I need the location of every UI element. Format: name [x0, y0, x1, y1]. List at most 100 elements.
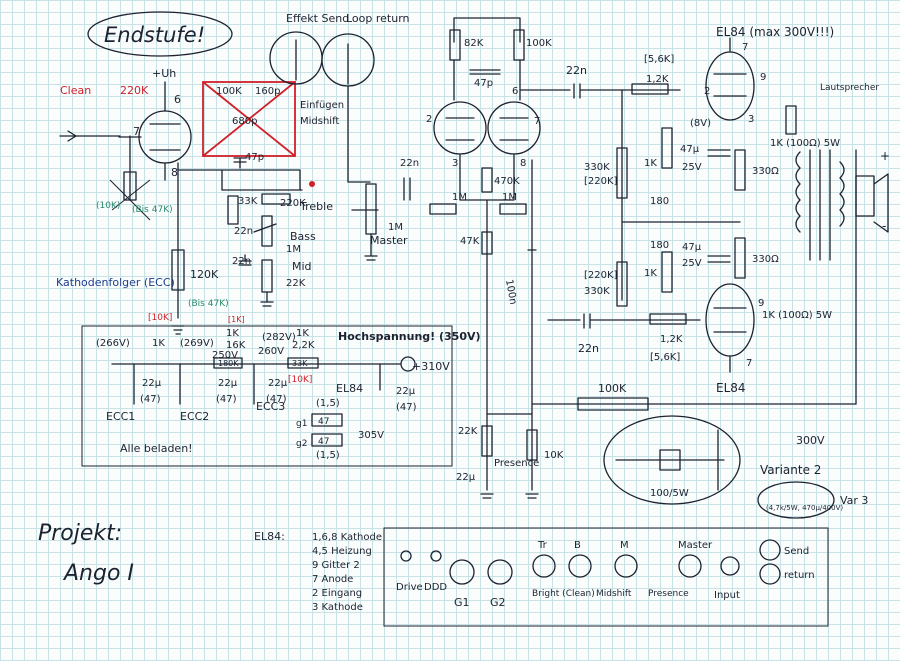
r-33k-hv-label: 33K	[292, 359, 308, 368]
pi-tube-elements	[445, 117, 529, 141]
g2-small-label: g2	[296, 439, 307, 449]
ecc1-label: ECC1	[106, 410, 135, 423]
crossed-out-x	[202, 81, 296, 157]
r-330-a-resistor	[734, 149, 746, 191]
pin2-top-label: 2	[704, 86, 710, 97]
v-8-label: (8V)	[690, 118, 711, 129]
r-10k-green-label: (10K)	[96, 201, 120, 211]
el84-bot-label: EL84	[716, 381, 746, 395]
hv-title-label: Hochspannung! (350V)	[338, 330, 481, 343]
clean-label: Clean	[60, 84, 91, 97]
r-22k-hv-label: 2,2K	[292, 340, 315, 351]
ddd-switch-icon	[430, 550, 442, 562]
panel-ddd-label: DDD	[424, 582, 447, 593]
pi-tube-b	[487, 101, 541, 155]
variant-circuit	[615, 429, 725, 491]
presence-pot	[481, 425, 493, 457]
r-1k-hv-b-label: 1K	[226, 328, 239, 339]
c-47-c-label: (47)	[266, 394, 287, 405]
ground-icon-left	[171, 325, 185, 335]
el84-bot-elements	[713, 307, 747, 373]
variante-label: Variante 2	[760, 463, 821, 477]
bass-pot-wiper	[253, 223, 277, 233]
r-330k-bot-resistor	[616, 261, 628, 307]
r-10k-presence-resistor	[526, 429, 538, 461]
panel-g1-label: G1	[454, 596, 470, 609]
panel-midshift-label: Midshift	[596, 589, 632, 599]
r-56k-top-label: [5,6K]	[644, 54, 674, 65]
speaker-body	[855, 175, 875, 217]
v-25-a-label: 25V	[682, 162, 702, 173]
r-1m-a-label: 1M	[452, 192, 467, 203]
c-22u-b-label: 22µ	[218, 378, 238, 389]
c-22n-mid-cap	[238, 254, 252, 266]
c-47u-a-cap	[707, 149, 731, 157]
r-220k-bot-label: [220K]	[584, 270, 618, 281]
r-330k-top-label: 330K	[584, 162, 610, 173]
transformer-secondary	[839, 161, 845, 227]
green-kathode-label-b: (Bis 47K)	[188, 299, 229, 309]
treble-label: Treble	[299, 200, 333, 213]
panel-tr-label: Tr	[537, 540, 548, 551]
r-47k-master-label: 47K	[460, 236, 480, 247]
b-knob	[568, 554, 592, 578]
ground-icon-presence	[480, 493, 539, 499]
master-label: Master	[370, 234, 408, 247]
r-180k-hv-resistor	[213, 357, 243, 369]
v-266-label: (266V)	[96, 338, 130, 349]
r-100k-pi-resistor	[513, 29, 525, 61]
r-120k-resistor	[171, 249, 185, 291]
panel-m-label: M	[620, 540, 629, 551]
c-47p-tone-label: 47p	[245, 152, 264, 163]
el84-pin-line: 4,5 Heizung	[312, 546, 372, 557]
r-1k-bot-label: 1K (100Ω) 5W	[762, 310, 832, 321]
r-470k-label: 470K	[494, 176, 520, 187]
r-10k-presence-label: 10K	[544, 450, 564, 461]
panel-master-label: Master	[678, 540, 713, 551]
panel-b-label: B	[574, 540, 581, 551]
project-title-line1: Projekt:	[38, 521, 122, 546]
r-47-b-label: 47	[318, 437, 329, 447]
note-bottom-label: Alle beladen!	[120, 442, 193, 455]
treble-red-dot	[309, 181, 315, 187]
r-120k-label: 120K	[190, 268, 219, 281]
v-250-label: 250V	[212, 350, 238, 361]
v-269-label: (269V)	[180, 338, 214, 349]
pi-cathode-wires	[459, 153, 515, 301]
drive-switch-icon	[400, 550, 412, 562]
c-22n-pi-cap	[403, 177, 411, 201]
v-25-b-label: 25V	[682, 258, 702, 269]
pin3-top-label: 3	[748, 114, 754, 125]
c-47p-pi-label: 47p	[474, 78, 493, 89]
r-1k-top-resistor	[785, 105, 797, 135]
r-82k-resistor	[449, 29, 461, 61]
speaker-label: Lautsprecher	[820, 83, 879, 93]
midshift-label: Midshift	[300, 116, 339, 127]
g1-small-label: g1	[296, 419, 307, 429]
speaker-plus-label: +	[880, 149, 890, 163]
c-22n-pi-label: 22n	[400, 158, 419, 169]
hv-supply-box	[81, 325, 453, 467]
c-22n-mid-label: 22n	[232, 256, 251, 267]
speaker-minus-label: -	[882, 219, 886, 233]
r-12k-bot-label: 1,2K	[660, 334, 683, 345]
el84-pin-line: 1,6,8 Kathode	[312, 532, 382, 543]
r-180-a-label: 180	[650, 196, 669, 207]
r-22k-presence-label: 22K	[458, 426, 478, 437]
panel-presence-label: Presence	[648, 589, 689, 599]
return-jack-panel	[759, 563, 781, 585]
input-jack-panel	[720, 556, 740, 576]
r-180-b-label: 180	[650, 240, 669, 251]
presence-label: Presence	[494, 458, 539, 469]
pin7-pi-label: 7	[534, 116, 540, 127]
einfugen-label: Einfügen	[300, 100, 344, 111]
panel-drive-label: Drive	[396, 582, 423, 593]
crossed-out-bass	[109, 179, 151, 221]
r-470k-resistor	[481, 167, 493, 193]
effekt-send-label: Effekt Send	[286, 12, 349, 25]
pin7-left-label: 7	[133, 125, 140, 138]
bottom-coupling-wire	[547, 313, 701, 329]
r-1k-top-label: 1K (100Ω) 5W	[770, 138, 840, 149]
c-22u-d-label: 22µ	[396, 386, 416, 397]
